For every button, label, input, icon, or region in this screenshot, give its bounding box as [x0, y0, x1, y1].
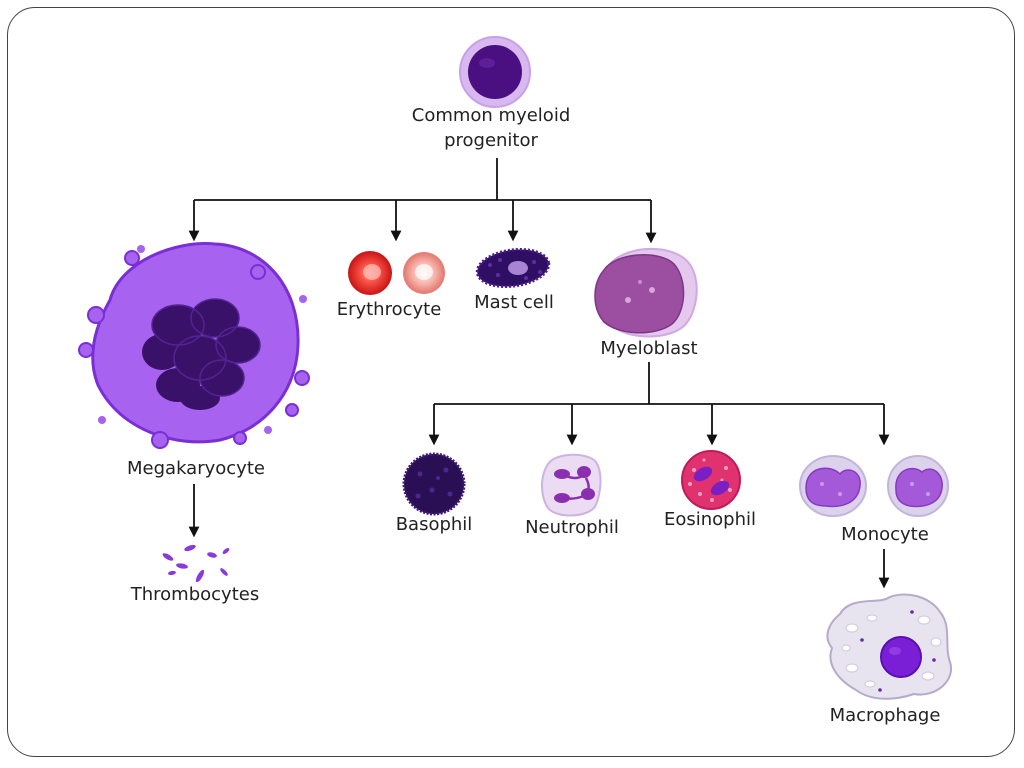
label-macrophage: Macrophage	[830, 705, 941, 726]
label-myeloblast: Myeloblast	[600, 338, 697, 359]
mast-cell	[475, 247, 551, 289]
label-thrombocytes: Thrombocytes	[130, 584, 259, 605]
label-erythrocyte: Erythrocyte	[337, 299, 442, 320]
label-megakaryocyte: Megakaryocyte	[127, 458, 265, 479]
thrombocytes-cells	[162, 544, 230, 583]
myeloblast-cell	[594, 247, 698, 338]
neutrophil-cell	[541, 453, 602, 517]
macrophage-cell	[826, 593, 953, 700]
label-mast-cell: Mast cell	[474, 292, 554, 313]
eosinophil-cell	[681, 450, 741, 510]
label-basophil: Basophil	[396, 514, 473, 535]
basophil-cell	[402, 452, 466, 516]
erythrocyte-cells	[348, 251, 445, 295]
label-common-myeloid-line2: progenitor	[444, 130, 538, 151]
label-eosinophil: Eosinophil	[664, 509, 756, 530]
monocyte-cells	[799, 455, 949, 517]
label-common-myeloid-line1: Common myeloid	[412, 105, 571, 126]
connectors	[188, 158, 890, 589]
common-myeloid-progenitor-cell	[459, 36, 531, 108]
label-monocyte: Monocyte	[841, 524, 929, 545]
label-neutrophil: Neutrophil	[525, 517, 619, 538]
megakaryocyte-cell	[78, 242, 310, 449]
